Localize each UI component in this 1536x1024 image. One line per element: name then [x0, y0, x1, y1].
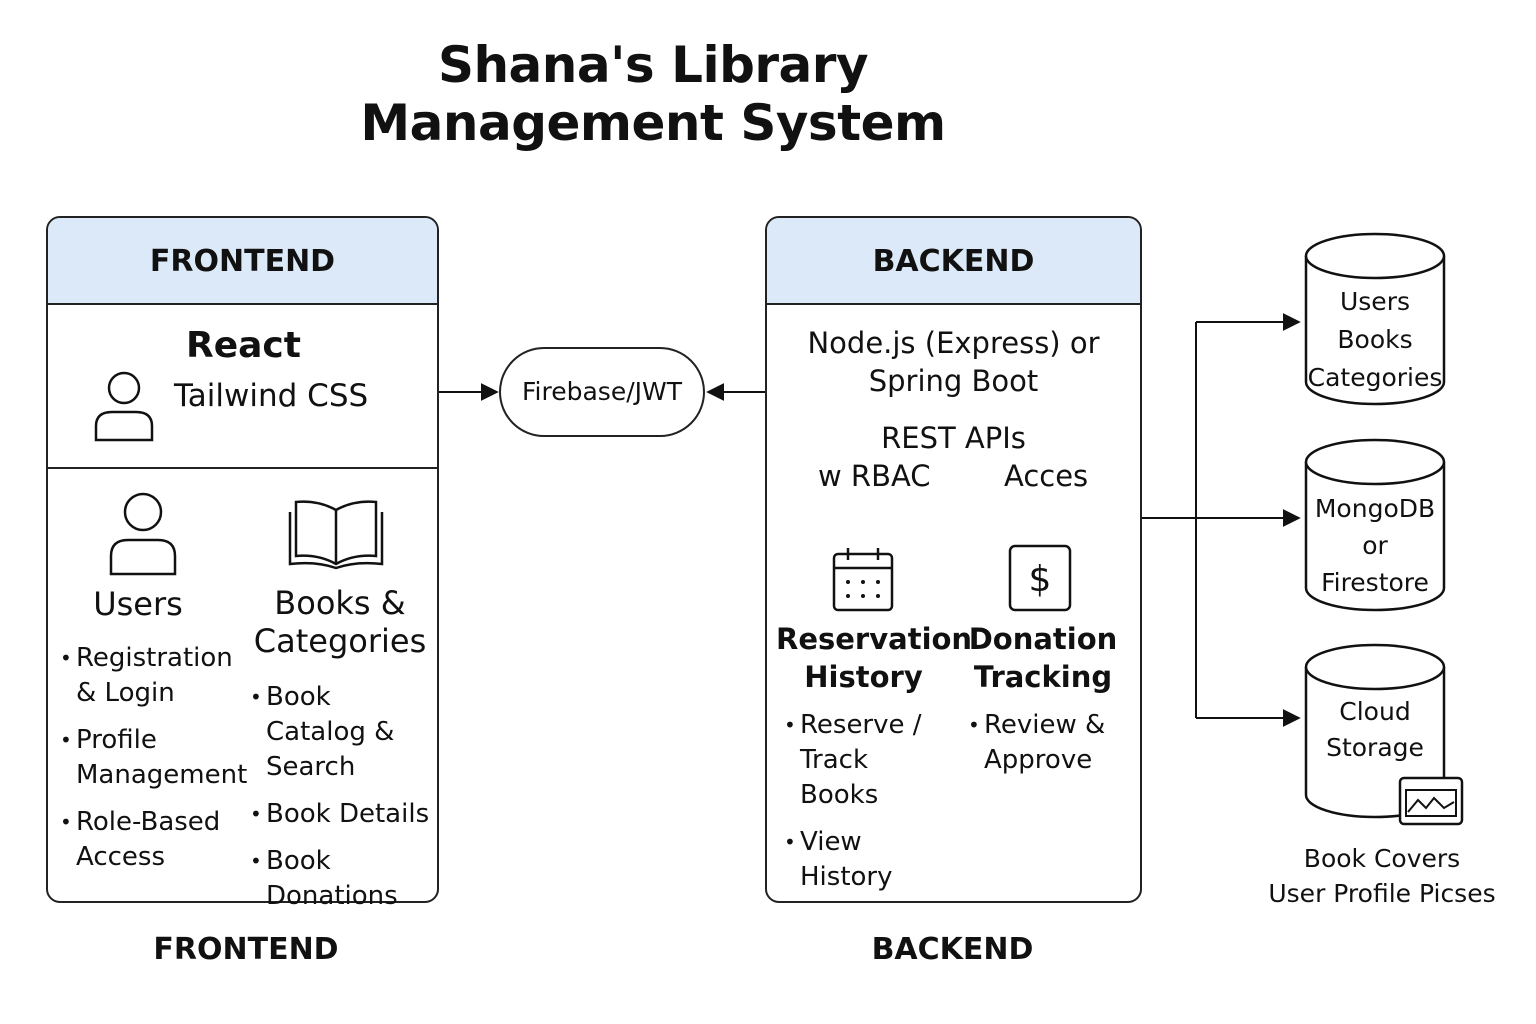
- caption-profile-pics: User Profile Picses: [1268, 879, 1496, 908]
- frontend-header: FRONTEND: [48, 218, 437, 305]
- user-icon: [94, 371, 154, 442]
- list-item: Book Catalog & Search: [250, 680, 435, 785]
- collection-users: Users: [1339, 287, 1410, 316]
- list-item: Reserve / Track Books: [784, 708, 954, 813]
- list-item: Registration & Login: [60, 641, 245, 711]
- auth-node: Firebase/JWT: [499, 347, 705, 437]
- backend-tech: Node.js (Express) or Spring Boot: [767, 324, 1140, 400]
- list-item: View History: [784, 825, 954, 895]
- list-item: Book Donations: [250, 844, 435, 914]
- books-feature-list: Book Catalog & Search Book Details Book …: [250, 680, 435, 926]
- donation-heading: Donation Tracking: [968, 622, 1118, 694]
- backend-api-access: Acces: [1004, 459, 1089, 493]
- backend-tech-line-1: Node.js (Express) or: [807, 326, 1100, 360]
- database-or: or: [1362, 531, 1388, 560]
- users-feature-list: Registration & Login Profile Management …: [60, 641, 247, 887]
- open-book-icon: [288, 500, 384, 570]
- users-heading: Users: [93, 585, 183, 623]
- books-heading: Books & Categories: [253, 584, 427, 660]
- database-option-1: MongoDB: [1314, 494, 1436, 523]
- list-item: Review & Approve: [968, 708, 1128, 778]
- backend-tech-line-2: Spring Boot: [868, 364, 1039, 398]
- user-icon: [109, 492, 177, 576]
- database-option-2: Firestore: [1321, 568, 1429, 597]
- frontend-footer-label: FRONTEND: [153, 932, 339, 967]
- backend-api-rbac: w RBAC: [818, 459, 931, 493]
- dollar-icon: $: [1008, 544, 1072, 612]
- backend-header: BACKEND: [767, 218, 1140, 305]
- backend-footer-label: BACKEND: [871, 932, 1034, 967]
- title-line-2: Management System: [360, 94, 946, 152]
- list-item: Book Details: [250, 797, 435, 832]
- cloud-storage-line-2: Storage: [1326, 733, 1424, 762]
- auth-label: Firebase/JWT: [522, 377, 682, 406]
- title-line-1: Shana's Library: [437, 36, 869, 94]
- cloud-storage-line-1: Cloud: [1339, 697, 1411, 726]
- svg-text:$: $: [1029, 559, 1052, 600]
- frontend-divider: [47, 467, 438, 469]
- cloud-storage-caption: Book Covers User Profile Picses: [1262, 841, 1502, 911]
- reservation-feature-list: Reserve / Track Books View History: [784, 708, 954, 907]
- collections-label: Users Books Categories: [1306, 283, 1444, 397]
- collections-cylinder: [1304, 232, 1446, 406]
- collection-books: Books: [1337, 325, 1413, 354]
- diagram-title: Shana's Library Management System: [0, 36, 1306, 152]
- database-cylinder: [1304, 438, 1446, 612]
- database-label: MongoDB or Firestore: [1306, 490, 1444, 601]
- frontend-tech-primary: React: [186, 325, 301, 366]
- list-item: Profile Management: [60, 723, 247, 793]
- list-item: Role-Based Access: [60, 805, 245, 875]
- collection-categories: Categories: [1307, 363, 1443, 392]
- caption-book-covers: Book Covers: [1303, 844, 1461, 873]
- reservation-heading: Reservation History: [776, 622, 973, 694]
- frontend-tech-secondary: Tailwind CSS: [174, 378, 369, 414]
- image-icon: [1398, 776, 1464, 826]
- cloud-storage-label: Cloud Storage: [1306, 694, 1444, 766]
- backend-api-line-1: REST APIs: [881, 421, 1026, 455]
- donation-feature-list: Review & Approve: [968, 708, 1128, 790]
- calendar-icon: [832, 548, 894, 612]
